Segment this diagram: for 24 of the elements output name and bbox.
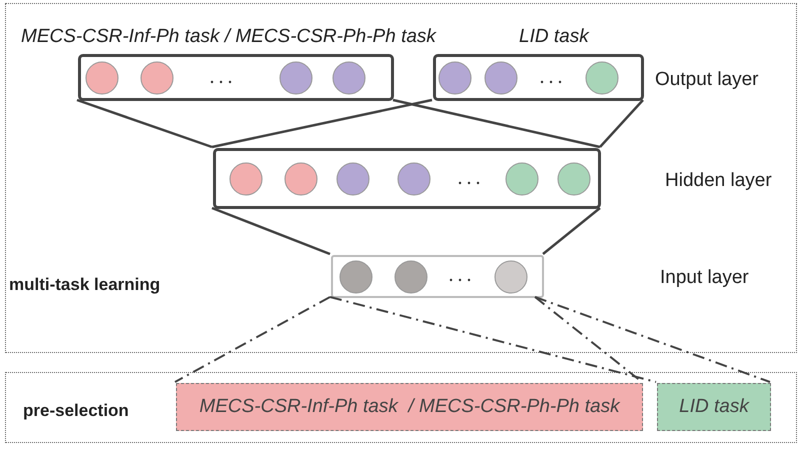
task-box xyxy=(657,383,771,431)
dash-dot-line xyxy=(534,296,770,383)
task-label: LID task xyxy=(679,394,749,419)
layer-label: Hidden layer xyxy=(665,169,772,193)
connector-line xyxy=(599,99,644,148)
connector-line xyxy=(212,206,330,256)
dash-dot-line xyxy=(174,296,330,383)
task-heading: MECS-CSR-Inf-Ph task / MECS-CSR-Ph-Ph task xyxy=(21,25,436,49)
section-title: pre-selection xyxy=(23,400,129,422)
task-heading: LID task xyxy=(519,25,589,49)
connector-line xyxy=(392,98,600,148)
layer-label: Input layer xyxy=(660,266,749,290)
layer-label: Output layer xyxy=(655,68,758,92)
task-box xyxy=(176,383,643,431)
panel xyxy=(5,3,797,353)
section-title: multi-task learning xyxy=(9,274,160,296)
layer-box xyxy=(213,148,601,209)
layer-box xyxy=(331,255,544,298)
task-label: MECS-CSR-Inf-Ph task / MECS-CSR-Ph-Ph task xyxy=(199,394,620,419)
panel xyxy=(5,372,797,443)
connector-line xyxy=(76,98,212,148)
connector-line xyxy=(212,98,432,148)
connector-line xyxy=(542,207,601,255)
dash-dot-line xyxy=(330,296,656,383)
